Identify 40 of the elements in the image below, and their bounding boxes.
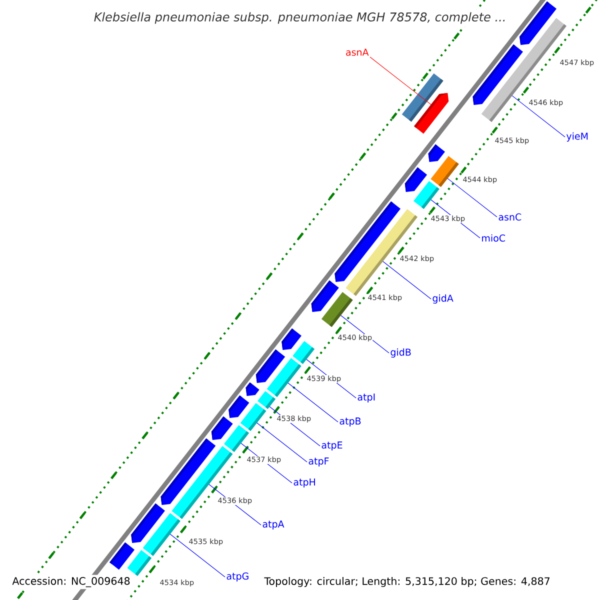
gene-label: yieM [566, 132, 588, 142]
leader-line [170, 534, 226, 578]
gene-bar [142, 513, 180, 556]
gene-label: atpE [322, 442, 342, 450]
gene-label: asnA [346, 48, 369, 56]
gene-bar [258, 391, 276, 409]
gene-bar [240, 403, 266, 431]
title: Klebsiella pneumoniae subsp. pneumoniae MGH 78578, complete ... [92, 9, 508, 27]
gene-label: asnC [498, 213, 522, 221]
accession-text: Accession: NC_009648 [10, 574, 132, 590]
gene-label: atpG [226, 572, 248, 582]
gene-bar [430, 156, 459, 187]
gene-bar [292, 341, 315, 364]
leader-line [256, 422, 308, 462]
gene-bar [321, 292, 353, 327]
gene-feature [246, 382, 260, 396]
gene-label: atpB [340, 418, 361, 426]
leader-line [512, 95, 566, 138]
gene-label: atpA [262, 520, 284, 530]
gene-label: gidA [432, 294, 454, 304]
leader-line [370, 56, 432, 105]
gene-feature [228, 395, 250, 418]
gene-feature [211, 416, 233, 440]
gene-label: atpH [294, 478, 315, 488]
gene-feature [428, 144, 445, 162]
summary-text: Topology: circular; Length: 5,315,120 bp; Genes: 4,887 [262, 575, 552, 589]
gene-bar [224, 425, 250, 452]
gene-label: mioC [482, 234, 506, 242]
gene-bar [266, 358, 302, 397]
leader-line [447, 178, 498, 218]
gene-feature [282, 328, 302, 350]
gene-bar [414, 181, 440, 209]
gene-label: gidB [390, 348, 411, 358]
gene-label: atpI [358, 394, 375, 402]
gene-bar [127, 550, 152, 576]
gene-feature [414, 93, 449, 134]
leader-line [382, 261, 432, 300]
leader-line [288, 382, 338, 422]
gene-label: atpF [308, 458, 329, 466]
gene-feature [404, 167, 428, 192]
